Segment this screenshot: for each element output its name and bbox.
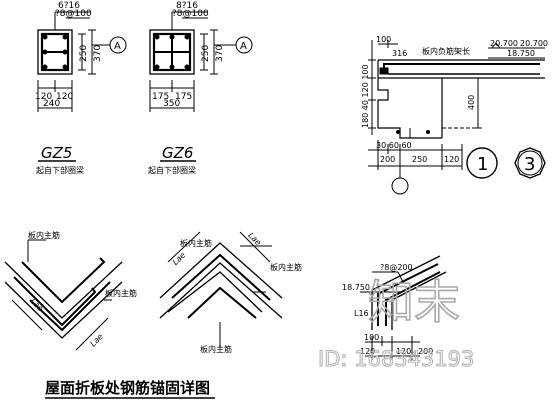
fold-mid-label-bottom: 板内主筋 xyxy=(200,344,232,354)
fold-left-label: 板内主筋 xyxy=(28,230,60,240)
fold-detail-left xyxy=(4,239,123,351)
fold-detail-mid xyxy=(159,231,283,348)
gz6-bar xyxy=(154,34,160,40)
gz5-dim-h2: 370 xyxy=(93,45,103,62)
gz5-title: GZ5 xyxy=(41,144,72,162)
detail1-label-main: 板内负筋架长 xyxy=(422,46,470,56)
fold-mid-dim xyxy=(239,231,271,263)
detail-number-1 xyxy=(466,147,498,179)
detail1-bar xyxy=(379,67,389,75)
fold-mid-rebar-2 xyxy=(187,286,257,319)
gz5-bar xyxy=(42,34,48,40)
detail3-section xyxy=(360,255,447,360)
gz6-title: GZ6 xyxy=(162,144,193,162)
detail1-d400: 400 xyxy=(467,95,476,110)
fold-left-label-2: 板内主筋 xyxy=(105,288,137,298)
gz6-stirrup-label: ?8@100 xyxy=(172,9,209,19)
detail1-v-stack: 180 40 120 100 xyxy=(361,64,370,128)
gz5-rebar-label: 6?16 xyxy=(58,1,80,11)
fold-mid-rebar-1 xyxy=(171,253,271,301)
sheet-title: 屋面折板处钢筋锚固详图 xyxy=(45,379,210,397)
gz5-section xyxy=(37,11,127,162)
fold-mid-outline-bottom xyxy=(159,262,283,319)
fold-left-outline-bottom xyxy=(4,281,123,339)
detail1-elev-a: 20.700 xyxy=(490,39,518,48)
detail3-rebar xyxy=(385,271,441,326)
gz6-dim-total: 350 xyxy=(163,99,180,109)
fold-mid-label-top: 板内主筋 xyxy=(270,262,302,272)
fold-left-rebar-1 xyxy=(21,257,106,304)
fold-mid-lae-2: Lae xyxy=(246,231,263,248)
gz5-stirrup-label: ?8@100 xyxy=(55,9,92,19)
gz5-note: 起自下部圈梁 xyxy=(36,165,84,175)
detail1-beam-outline xyxy=(377,60,442,139)
detail1-d250: 250 xyxy=(412,155,427,164)
detail1-d120: 120 xyxy=(444,155,459,164)
detail3-outline xyxy=(371,255,441,330)
detail3-outline xyxy=(391,271,447,330)
detail3-d120: 120 xyxy=(360,347,375,356)
detail1-elev-b: 20.700 xyxy=(520,39,548,48)
detail1-rebar xyxy=(383,63,540,70)
watermark-brand: 知末 xyxy=(368,275,460,329)
gz6-axis-bubble xyxy=(235,36,253,54)
gz5-bar xyxy=(62,49,68,55)
detail3-d200: 200 xyxy=(418,347,433,356)
detail3-elev: 18.750 xyxy=(342,283,370,292)
gz6-section xyxy=(149,11,253,162)
fold-left-dim xyxy=(75,317,109,351)
detail1-d200: 200 xyxy=(380,155,395,164)
detail-number-3 xyxy=(514,147,546,179)
fold-left-outline-top xyxy=(4,261,123,319)
fold-left-rebar-3 xyxy=(29,281,111,332)
gz5-dim-w1: 120 xyxy=(35,92,52,102)
fold-left-dim xyxy=(11,299,43,331)
gz5-dim-w2: 120 xyxy=(56,92,73,102)
detail3-stirrup: ?8@200 xyxy=(380,263,413,272)
detail-number-1-label: 1 xyxy=(477,154,488,175)
gz5-bar xyxy=(62,64,68,70)
fold-mid-label-main: 板内主筋 xyxy=(180,238,212,248)
gz5-axis-bubble xyxy=(109,36,127,54)
gz6-dim-h1: 250 xyxy=(201,45,211,62)
detail1-elev-c: 18.750 xyxy=(507,49,535,58)
fold-mid-outline-top xyxy=(159,242,283,299)
detail3-rebar xyxy=(377,263,439,326)
detail3-d120b: 120 xyxy=(396,347,411,356)
detail1-d316: 316 xyxy=(392,49,407,58)
detail3-l16: L16 xyxy=(354,309,369,318)
gz6-axis-label: A xyxy=(240,41,247,52)
gz6-bar xyxy=(154,64,160,70)
detail3-d100: 100 xyxy=(364,333,379,342)
gz6-bar xyxy=(169,64,175,70)
gz5-dim-total: 240 xyxy=(43,99,60,109)
gz6-dim-h2: 370 xyxy=(215,45,225,62)
detail1-d100: 100 xyxy=(376,35,391,44)
gz5-bar xyxy=(42,49,48,55)
detail1-axis-bubble xyxy=(391,177,409,195)
gz5-dim-h1: 250 xyxy=(79,45,89,62)
gz6-dim-w2: 175 xyxy=(175,92,192,102)
detail1-d3060: 30 60 60 xyxy=(376,141,412,150)
gz5-bar xyxy=(42,64,48,70)
gz5-axis-label: A xyxy=(114,41,121,52)
gz6-bar xyxy=(184,34,190,40)
gz5-bar xyxy=(62,34,68,40)
fold-mid-lae-1: Lae xyxy=(171,250,188,267)
gz6-note: 起自下部圈梁 xyxy=(148,165,196,175)
detail-number-3-label: 3 xyxy=(524,154,535,175)
gz6-rebar-label: 8?16 xyxy=(176,1,198,11)
gz6-bar xyxy=(169,34,175,40)
watermark-id: ID: 168343193 xyxy=(318,347,474,371)
gz6-dim-w1: 175 xyxy=(152,92,169,102)
detail1-section xyxy=(368,40,546,195)
gz6-bar xyxy=(184,64,190,70)
fold-left-rebar-2 xyxy=(13,276,97,327)
fold-mid-dim xyxy=(167,231,201,263)
